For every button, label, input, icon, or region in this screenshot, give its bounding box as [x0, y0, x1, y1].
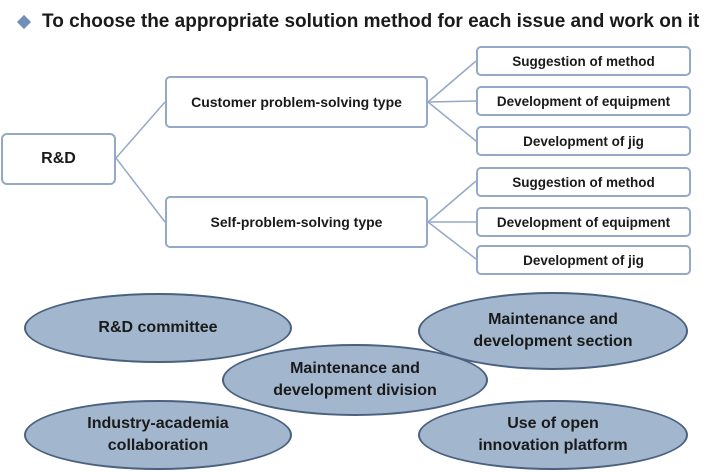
ellipse-label-line: innovation platform: [478, 437, 628, 454]
leaf-box: Suggestion of method: [476, 46, 691, 76]
ellipse-label-line: development section: [473, 333, 633, 350]
leaf-label: Development of jig: [523, 252, 644, 268]
leaf-box: Development of jig: [476, 245, 691, 275]
ellipse-label-line: collaboration: [107, 437, 209, 454]
slide-title: To choose the appropriate solution metho…: [8, 10, 699, 34]
leaf-box: Development of equipment: [476, 207, 691, 237]
customer-problem-solving-box: Customer problem-solving type: [165, 76, 428, 128]
industry-academia-ellipse: Industry-academia collaboration: [24, 400, 292, 470]
ellipse-label-line: Use of open: [507, 415, 599, 432]
leaf-label: Suggestion of method: [512, 174, 655, 190]
leaf-label: Development of equipment: [496, 214, 671, 230]
rd-root-label: R&D: [41, 150, 76, 167]
rd-root-box: R&D: [1, 133, 116, 185]
leaf-label: Development of equipment: [496, 93, 671, 109]
leaf-label: Suggestion of method: [512, 53, 655, 69]
ellipse-label-line: Industry-academia: [87, 415, 229, 432]
branch-label: Customer problem-solving type: [191, 94, 402, 110]
self-problem-solving-box: Self-problem-solving type: [165, 196, 428, 248]
leaf-box: Development of jig: [476, 126, 691, 156]
branch-label: Self-problem-solving type: [210, 214, 383, 230]
leaf-box: Suggestion of method: [476, 167, 691, 197]
maintenance-division-ellipse: Maintenance and development division: [222, 344, 488, 416]
open-innovation-ellipse: Use of open innovation platform: [418, 400, 688, 470]
rd-committee-label: R&D committee: [98, 319, 218, 336]
leaf-box: Development of equipment: [476, 86, 691, 116]
ellipse-label-line: Maintenance and: [290, 360, 420, 377]
ellipse-label-line: development division: [273, 382, 437, 399]
slide-title-text: To choose the appropriate solution metho…: [42, 11, 700, 32]
leaf-label: Development of jig: [523, 133, 644, 149]
ellipse-label-line: Maintenance and: [488, 311, 618, 328]
maintenance-section-ellipse: Maintenance and development section: [418, 292, 688, 370]
rd-committee-ellipse: R&D committee: [24, 293, 292, 363]
